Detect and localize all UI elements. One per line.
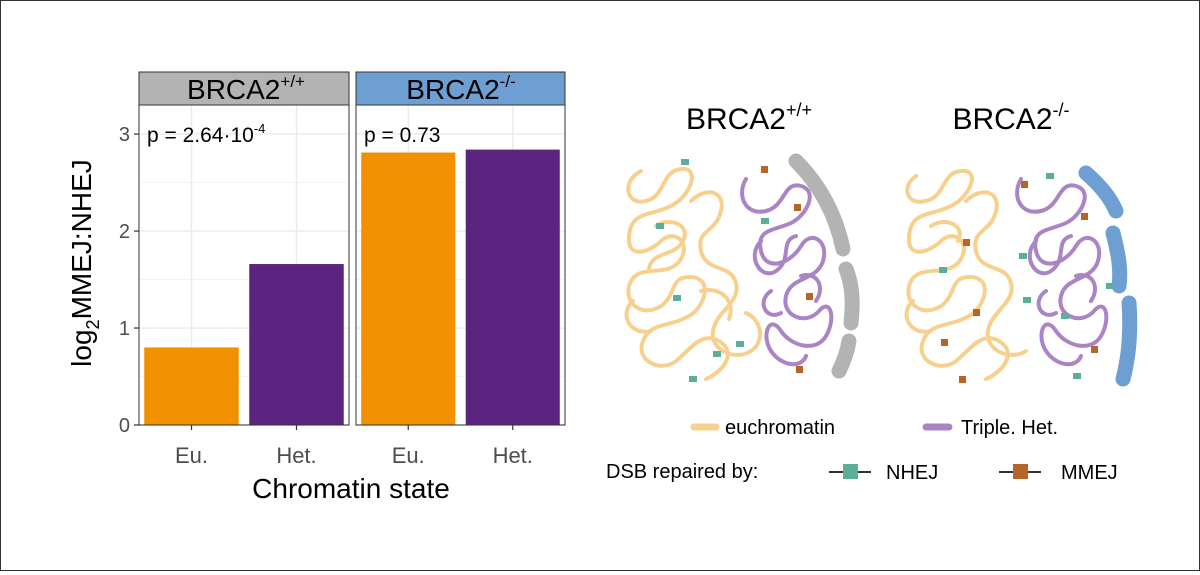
legend-dsb-label: DSB repaired by:	[606, 461, 758, 483]
nhej-site-wt-2	[656, 223, 664, 229]
mmej-site-ko-1	[1021, 181, 1028, 188]
panel-border-wt	[138, 104, 350, 426]
mmej-site-wt-3	[806, 293, 813, 300]
legend-mmej-label: MMEJ	[1061, 462, 1118, 484]
x-tick-label: Het.	[493, 443, 533, 468]
panel-brca2-wt: BRCA2+/+ p = 2.64·10-4	[138, 71, 350, 426]
nhej-site-wt-6	[761, 218, 769, 224]
heterochromatin-fiber-ko	[1015, 177, 1109, 367]
y-axis-label-rest: MMEJ:NHEJ	[66, 159, 97, 319]
legend-nhej-square	[843, 464, 858, 479]
nhej-site-wt-5	[689, 376, 697, 382]
strip-title-wt-sup: +/+	[280, 72, 305, 91]
mmej-site-wt-2	[794, 204, 801, 211]
bar-chart: BRCA2+/+ p = 2.64·10-4 BRCA2-/- p = 0.73	[66, 71, 566, 504]
bar-ko-het	[465, 149, 560, 425]
mmej-site-ko-5	[941, 339, 948, 346]
chromatin-schematic: BRCA2+/+ BRCA2-/-	[606, 100, 1138, 484]
nhej-site-ko-7	[1061, 313, 1069, 319]
mmej-site-ko-4	[973, 309, 980, 316]
x-tick-label: Eu.	[175, 443, 208, 468]
heterochromatin-fiber-wt	[740, 177, 834, 367]
p-value-wt: p = 2.64·10-4	[147, 121, 265, 147]
y-tick-label: 3	[119, 124, 130, 146]
bars-wt	[144, 264, 344, 425]
schematic-title-ko: BRCA2-/-	[952, 100, 1069, 136]
strip-title-ko-main: BRCA2	[406, 74, 499, 105]
nhej-site-ko-2	[939, 267, 947, 273]
strip-brca2-wt	[138, 71, 350, 106]
strip-title-ko: BRCA2-/-	[406, 72, 515, 105]
y-axis-label: log2MMEJ:NHEJ	[66, 159, 103, 367]
x-axis-label: Chromatin state	[252, 473, 450, 504]
nhej-site-wt-7	[713, 351, 721, 357]
legend-triple-het-label: Triple. Het.	[961, 417, 1058, 439]
schematic-title-wt-sup: +/+	[786, 100, 812, 120]
mmej-site-ko-2	[963, 239, 970, 246]
x-tick-label: Eu.	[392, 443, 425, 468]
nhej-site-wt-4	[736, 341, 744, 347]
schematic-title-wt-main: BRCA2	[686, 103, 786, 136]
p-value-wt-sup: -4	[254, 121, 266, 136]
legend-nhej-marker	[829, 464, 871, 479]
p-value-ko-main: p = 0.73	[364, 124, 440, 147]
nhej-site-wt-1	[681, 159, 689, 165]
bar-wt-eu	[144, 347, 239, 425]
lamina-wt	[788, 153, 860, 379]
bar-wt-het	[249, 264, 344, 425]
y-axis-label-log: log	[66, 329, 97, 366]
strip-brca2-ko	[355, 71, 566, 106]
nhej-sites-wt	[656, 159, 769, 382]
euchromatin-fiber-wt	[624, 166, 762, 381]
schematic-title-wt: BRCA2+/+	[686, 100, 812, 136]
euchromatin-fiber-ko	[904, 168, 1028, 381]
mmej-sites-wt	[761, 166, 813, 373]
p-value-wt-main: p = 2.64·10	[147, 124, 254, 147]
mmej-site-wt-4	[796, 366, 803, 373]
bars-ko	[361, 149, 560, 426]
legend-nhej-label: NHEJ	[886, 462, 938, 484]
mmej-site-ko-7	[959, 376, 966, 383]
legend-mmej-marker	[999, 464, 1041, 479]
mmej-site-ko-3	[1081, 213, 1088, 220]
legend-mmej-square	[1013, 464, 1028, 479]
nucleus-illustration-wt	[624, 153, 860, 382]
nhej-site-ko-5	[1073, 373, 1081, 379]
mmej-site-ko-6	[1091, 346, 1098, 353]
p-value-ko: p = 0.73	[364, 124, 440, 147]
x-tick-label: Het.	[276, 443, 316, 468]
nhej-site-ko-6	[1106, 283, 1114, 289]
schematic-title-ko-main: BRCA2	[952, 103, 1052, 136]
nhej-site-ko-1	[1046, 173, 1054, 179]
y-tick-label: 0	[119, 415, 130, 437]
panel-brca2-ko: BRCA2-/- p = 0.73	[355, 71, 566, 426]
legend-euchromatin-label: euchromatin	[725, 417, 835, 439]
bar-ko-eu	[361, 152, 456, 426]
nhej-site-ko-3	[1019, 253, 1027, 259]
strip-title-wt-main: BRCA2	[187, 74, 280, 105]
nhej-site-wt-3	[673, 295, 681, 301]
schematic-title-ko-sup: -/-	[1053, 100, 1070, 120]
mmej-site-wt-1	[761, 166, 768, 173]
y-tick-label: 1	[119, 318, 130, 340]
nhej-sites-ko	[939, 173, 1114, 379]
y-axis: 0 1 2 3	[119, 124, 139, 437]
y-tick-label: 2	[119, 221, 130, 243]
x-axis: Eu. Het. Eu. Het.	[175, 425, 533, 468]
nucleus-illustration-ko	[904, 165, 1138, 387]
mmej-sites-ko	[941, 181, 1098, 383]
strip-title-ko-sup: -/-	[500, 72, 516, 91]
strip-title-wt: BRCA2+/+	[187, 72, 305, 105]
schematic-legend: euchromatin Triple. Het. DSB repaired by…	[606, 417, 1118, 484]
panel-border-ko	[355, 104, 566, 426]
y-axis-label-sub: 2	[83, 319, 103, 329]
lamina-ko	[1078, 165, 1138, 387]
nhej-site-ko-4	[1023, 297, 1031, 303]
